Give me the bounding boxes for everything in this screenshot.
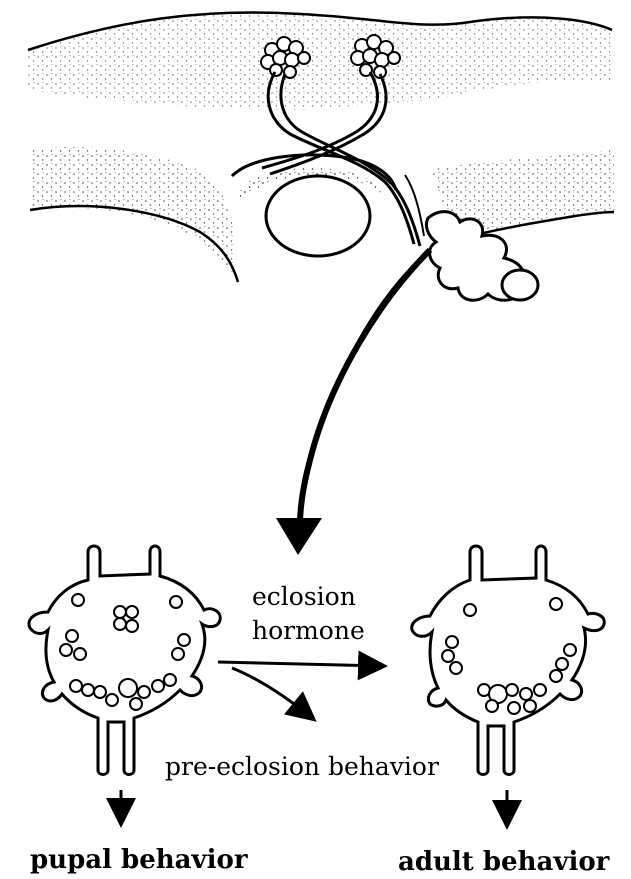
efferent-nerve — [300, 250, 430, 525]
ganglion-adult — [412, 546, 605, 775]
label-hormone: hormone — [252, 618, 365, 643]
brain-foramen — [266, 176, 370, 256]
ganglion-pupal — [29, 546, 220, 775]
label-adult-behavior: adult behavior — [398, 849, 609, 875]
corpus-allatum — [502, 270, 538, 300]
ganglion-right-outline — [412, 546, 605, 775]
arrow-hormone-to-adult — [218, 662, 382, 666]
hormone-release-arrowhead — [276, 518, 322, 555]
label-eclosion: eclosion — [252, 584, 356, 609]
brain — [28, 13, 614, 556]
ganglion-left-outline — [29, 546, 220, 775]
label-pre-eclosion-behavior: pre-eclosion behavior — [165, 754, 439, 779]
label-pupal-behavior: pupal behavior — [30, 847, 248, 873]
arrow-pre-eclosion — [232, 668, 312, 718]
brain-upper-stipple — [28, 13, 612, 111]
brain-left-lobe-stipple — [30, 147, 236, 280]
